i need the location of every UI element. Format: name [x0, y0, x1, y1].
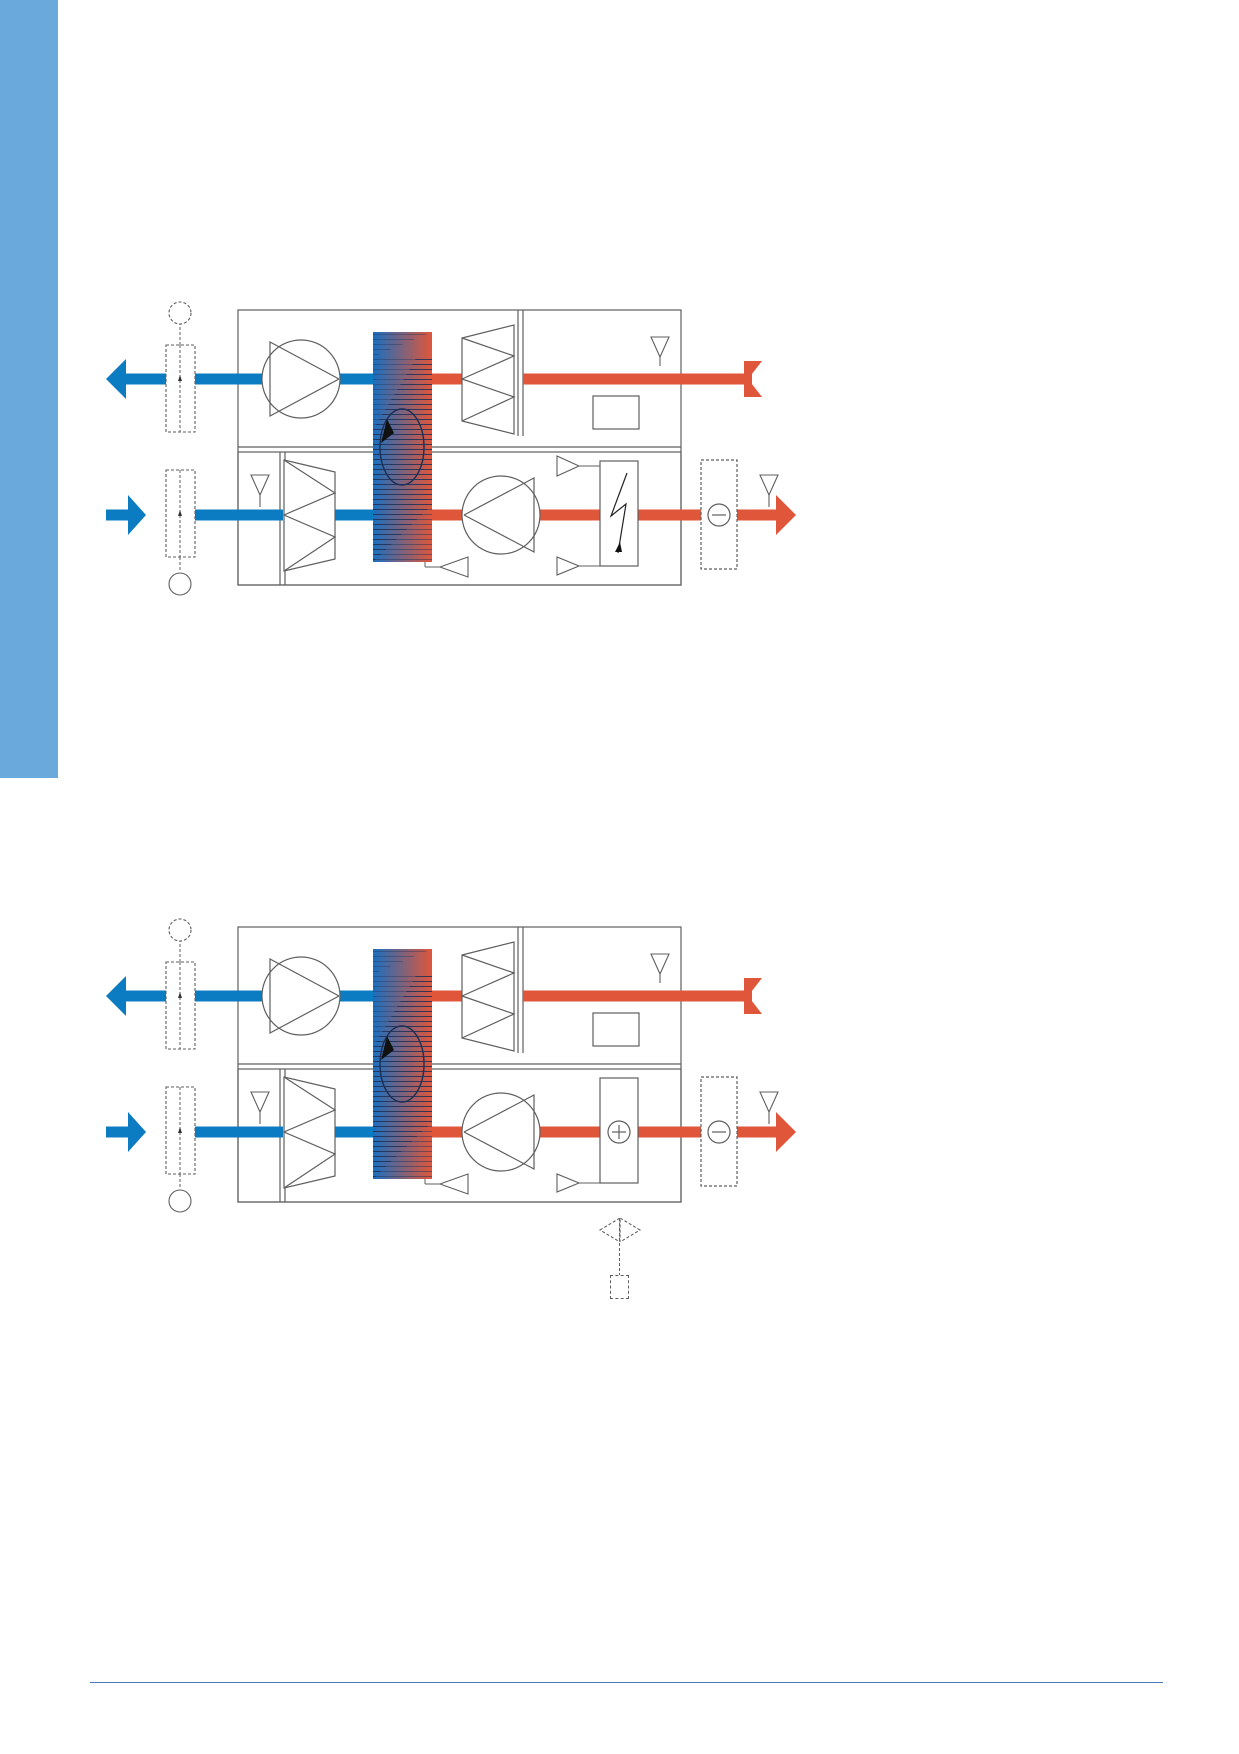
pressure-sensor-icon	[438, 1173, 469, 1195]
temperature-sensor-icon	[650, 336, 670, 366]
exhaust-damper-icon	[165, 918, 196, 1050]
supply-damper-actuator-icon	[168, 572, 192, 596]
exhaust-filter-icon	[460, 324, 516, 435]
temperature-sensor-icon	[759, 474, 779, 507]
supply-air-stream	[106, 1112, 796, 1152]
temperature-sensor-icon	[250, 474, 270, 507]
footer-rule	[90, 1682, 1163, 1683]
cooler-icon	[700, 1076, 738, 1187]
supply-fan-icon	[461, 475, 541, 555]
supply-damper-icon	[165, 469, 196, 596]
supply-filter-icon	[282, 1076, 337, 1189]
rotary-heat-exchanger-icon	[373, 332, 440, 568]
exhaust-fan-icon	[261, 339, 341, 419]
temperature-sensor-icon	[650, 953, 670, 983]
exhaust-damper-icon	[165, 301, 196, 433]
pressure-sensor-icon	[556, 556, 600, 576]
exhaust-damper-actuator-icon	[168, 918, 192, 942]
electric-heater-icon	[599, 460, 639, 567]
pressure-sensor-icon	[438, 556, 469, 578]
exhaust-damper-actuator-icon	[168, 301, 192, 325]
temperature-sensor-icon	[759, 1091, 779, 1124]
supply-damper-icon	[165, 1086, 196, 1213]
side-tab	[0, 0, 58, 778]
valve-actuator-icon	[610, 1275, 629, 1299]
control-box	[592, 1012, 640, 1047]
pressure-sensor-icon	[556, 1173, 600, 1193]
valve-stem	[619, 1218, 621, 1276]
exhaust-filter-icon	[460, 941, 516, 1052]
exhaust-fan-icon	[261, 956, 341, 1036]
supply-filter-icon	[282, 459, 337, 572]
supply-fan-icon	[461, 1092, 541, 1172]
ahu-diagram-water-heater	[0, 912, 1239, 1242]
control-valve-icon	[598, 1217, 642, 1242]
cooler-icon	[700, 459, 738, 570]
control-box	[592, 395, 640, 430]
ahu-diagram-electric-heater	[0, 295, 1239, 625]
pressure-sensor-icon	[556, 455, 600, 477]
supply-damper-actuator-icon	[168, 1189, 192, 1213]
temperature-sensor-icon	[250, 1091, 270, 1124]
rotary-heat-exchanger-icon	[373, 949, 440, 1185]
exhaust-air-stream	[106, 976, 762, 1016]
water-heater-icon	[599, 1077, 639, 1184]
exhaust-air-stream	[106, 359, 762, 399]
supply-air-stream	[106, 495, 796, 535]
